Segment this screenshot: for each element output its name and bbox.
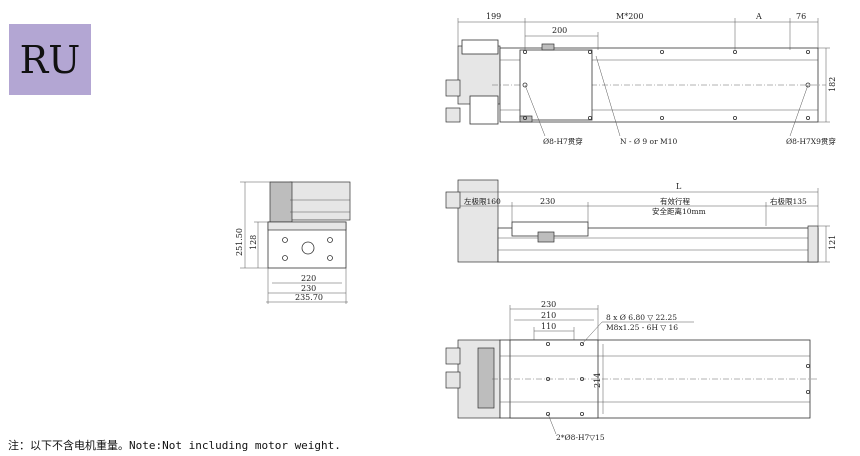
end-bolt bbox=[282, 237, 288, 243]
dim-a: A bbox=[755, 12, 762, 21]
top-coupling bbox=[469, 95, 499, 125]
dim-m200: M*200 bbox=[616, 12, 643, 21]
end-view: 251.50 128 220 230 235.70 bbox=[235, 181, 351, 304]
label-safety: 安全距离10mm bbox=[652, 206, 706, 216]
dim-214: 214 bbox=[593, 373, 602, 388]
callout-holes-line2: M8x1.25 - 6H ▽ 16 bbox=[606, 323, 678, 332]
leader-line bbox=[789, 84, 809, 137]
bottom-coupling bbox=[477, 347, 495, 409]
side-view: L 左极限160 230 有效行程 安全距离10mm 右极限135 121 bbox=[445, 179, 837, 263]
bottom-hole bbox=[580, 341, 585, 346]
mount-hole bbox=[523, 116, 528, 121]
bottom-hole bbox=[546, 376, 551, 381]
dim-200: 200 bbox=[552, 26, 567, 35]
label-left-limit: 左极限160 bbox=[464, 196, 501, 206]
leader-line bbox=[524, 84, 546, 137]
mount-hole bbox=[660, 116, 665, 121]
dim-230-side: 230 bbox=[540, 197, 555, 206]
callout-holes-line1: 8 x Ø 6.80 ▽ 22.25 bbox=[606, 313, 677, 322]
product-code-text: RU bbox=[19, 37, 81, 82]
mount-hole bbox=[660, 50, 665, 55]
bottom-connector bbox=[445, 371, 461, 389]
leader-line bbox=[581, 321, 603, 345]
pin-hole bbox=[805, 82, 811, 88]
dim-220: 220 bbox=[301, 274, 316, 283]
dim-128: 128 bbox=[249, 235, 258, 250]
mount-hole bbox=[733, 116, 738, 121]
dim-230: 230 bbox=[301, 284, 316, 293]
end-bolt bbox=[327, 237, 333, 243]
top-motor-housing bbox=[457, 45, 501, 105]
top-mount-holes bbox=[522, 50, 811, 121]
end-screw-center bbox=[301, 241, 315, 255]
bottom-connector bbox=[445, 347, 461, 365]
top-slide-tab bbox=[541, 43, 555, 51]
dim-251: 251.50 bbox=[235, 228, 244, 256]
top-motor-connector-1 bbox=[445, 79, 461, 97]
dim-l: L bbox=[676, 182, 682, 191]
mount-hole bbox=[588, 50, 593, 55]
callout-hole-mid: N - Ø 9 or M10 bbox=[620, 137, 677, 146]
dim-182: 182 bbox=[828, 77, 837, 92]
pin-hole bbox=[522, 82, 528, 88]
dim-210: 210 bbox=[541, 311, 556, 320]
bottom-hole bbox=[546, 411, 551, 416]
end-motor-flange bbox=[269, 181, 293, 227]
mount-hole bbox=[523, 50, 528, 55]
dim-235: 235.70 bbox=[295, 293, 323, 302]
side-slide-tab bbox=[537, 231, 555, 243]
end-motor-body bbox=[289, 181, 351, 221]
top-view: 199 M*200 A 76 200 182 Ø8-H7贯穿 N - Ø 9 o… bbox=[445, 12, 837, 146]
mount-hole bbox=[806, 50, 811, 55]
top-motor-cap bbox=[461, 39, 499, 55]
callout-pin: 2*Ø8-H7▽15 bbox=[556, 433, 605, 442]
bottom-view: 230 210 110 214 8 x Ø 6.80 ▽ 22.25 M8x1.… bbox=[445, 300, 818, 442]
side-motor-housing bbox=[457, 179, 499, 263]
label-right-limit: 右极限135 bbox=[770, 196, 807, 206]
side-connector bbox=[445, 191, 461, 209]
leader-line bbox=[595, 55, 621, 137]
dim-199: 199 bbox=[486, 12, 501, 21]
mount-hole bbox=[806, 116, 811, 121]
end-bolt bbox=[282, 255, 288, 261]
product-code-badge: RU bbox=[9, 24, 91, 95]
bottom-hole bbox=[580, 376, 585, 381]
callout-hole-right: Ø8-H7X9贯穿 bbox=[786, 136, 836, 146]
bottom-hole bbox=[806, 389, 811, 394]
leader-line bbox=[547, 413, 557, 435]
mount-hole bbox=[733, 50, 738, 55]
mount-hole bbox=[588, 116, 593, 121]
top-slide-plate bbox=[519, 49, 593, 121]
bottom-hole bbox=[580, 411, 585, 416]
dim-121: 121 bbox=[828, 235, 837, 250]
footnote: 注：以下不含电机重量。Note:Not including motor weig… bbox=[8, 439, 341, 452]
bottom-hole bbox=[806, 363, 811, 368]
label-stroke: 有效行程 bbox=[660, 196, 690, 206]
side-end-plate bbox=[807, 225, 819, 263]
bottom-hole bbox=[546, 341, 551, 346]
top-motor-connector-2 bbox=[445, 107, 461, 123]
dim-230-bottom: 230 bbox=[541, 300, 556, 309]
end-bolt bbox=[327, 255, 333, 261]
dim-110: 110 bbox=[541, 322, 556, 331]
dim-76: 76 bbox=[796, 12, 806, 21]
callout-hole-left: Ø8-H7贯穿 bbox=[543, 136, 583, 146]
end-rail-top bbox=[267, 221, 347, 231]
